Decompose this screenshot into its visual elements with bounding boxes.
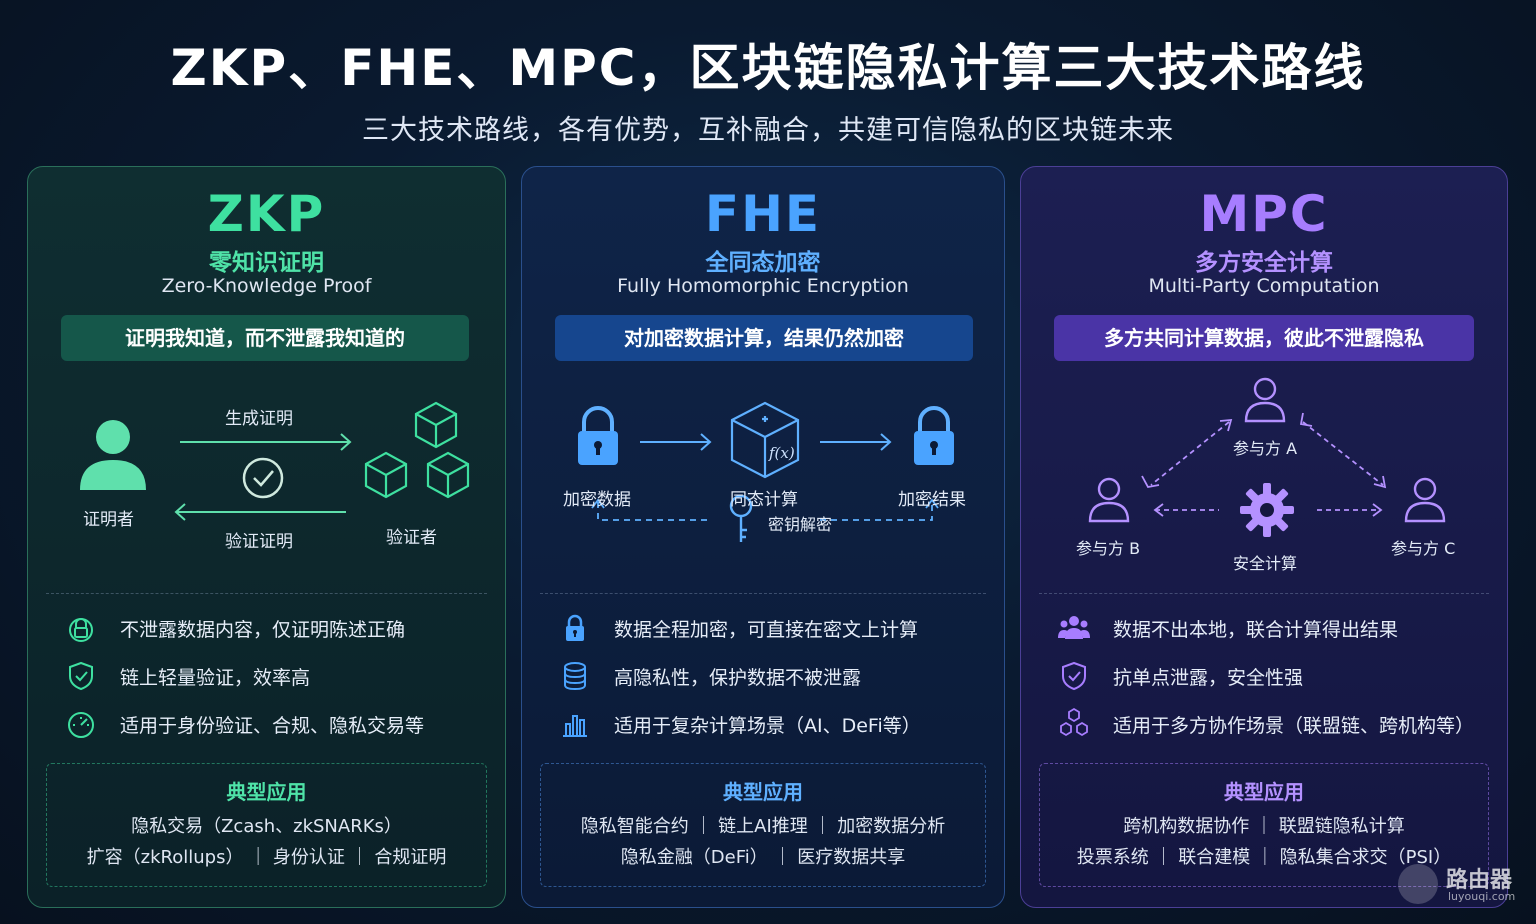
lock-icon	[914, 406, 954, 465]
panel-name-cn: 零知识证明	[209, 250, 324, 276]
router-logo-icon	[1398, 864, 1438, 904]
verify-proof-label: 验证证明	[225, 532, 293, 552]
homomorphic-compute-label: 同态计算	[730, 490, 798, 510]
arrow-right-icon	[820, 433, 892, 451]
applications-line: 隐私智能合约 ｜ 链上AI推理 ｜ 加密数据分析	[580, 816, 946, 837]
applications-title: 典型应用	[1224, 780, 1304, 804]
shield-icon	[1062, 661, 1086, 691]
applications-box: 典型应用 隐私交易（Zcash、zkSNARKs） 扩容（zkRollups） …	[46, 763, 487, 887]
applications-title: 典型应用	[226, 780, 307, 804]
cubes-icon	[1060, 707, 1088, 737]
lock-icon	[69, 618, 93, 642]
feature-text: 链上轻量验证，效率高	[120, 667, 311, 689]
panel-name-cn: 多方安全计算	[1195, 250, 1333, 276]
feature-text: 适用于复杂计算场景（AI、DeFi等）	[614, 715, 921, 737]
feature-text: 抗单点泄露，安全性强	[1113, 667, 1304, 689]
prover-label: 证明者	[83, 510, 134, 530]
feature-item: 数据全程加密，可直接在密文上计算	[522, 607, 1004, 647]
zkp-panel: ZKP 零知识证明 Zero-Knowledge Proof 证明我知道，而不泄…	[27, 166, 506, 908]
key-icon	[729, 494, 753, 542]
applications-line: 隐私交易（Zcash、zkSNARKs）	[131, 816, 402, 837]
party-b-icon	[1088, 477, 1130, 523]
panel-name-en: Fully Homomorphic Encryption	[617, 275, 909, 297]
panel-tagline: 对加密数据计算，结果仍然加密	[555, 315, 973, 361]
party-c-label: 参与方 C	[1391, 539, 1456, 558]
bar-chart-icon	[563, 715, 587, 737]
panel-abbr: MPC	[1199, 185, 1329, 243]
feature-text: 不泄露数据内容，仅证明陈述正确	[120, 619, 406, 641]
fhe-diagram: f(x) 加密数据 同态计算 加密结果	[522, 372, 1004, 592]
feature-text: 数据不出本地，联合计算得出结果	[1113, 619, 1399, 641]
applications-title: 典型应用	[723, 780, 803, 804]
panel-name-en: Zero-Knowledge Proof	[161, 275, 372, 297]
panel-tagline: 证明我知道，而不泄露我知道的	[61, 315, 469, 361]
feature-item: 抗单点泄露，安全性强	[1021, 655, 1507, 695]
feature-text: 数据全程加密，可直接在密文上计算	[614, 619, 919, 641]
shield-icon	[69, 661, 93, 691]
zkp-diagram: 生成证明 验证证明 证明者 验证者	[28, 372, 505, 592]
feature-item: 适用于复杂计算场景（AI、DeFi等）	[522, 703, 1004, 743]
generate-proof-label: 生成证明	[225, 409, 293, 429]
applications-line: 隐私金融（DeFi） ｜ 医疗数据共享	[620, 847, 906, 868]
applications-box: 典型应用 跨机构数据协作 ｜ 联盟链隐私计算 投票系统 ｜ 联合建模 ｜ 隐私集…	[1039, 763, 1489, 887]
arrow-right-icon	[180, 433, 352, 451]
secure-compute-label: 安全计算	[1233, 554, 1298, 573]
feature-text: 高隐私性，保护数据不被泄露	[614, 667, 862, 689]
divider	[46, 593, 487, 594]
watermark-url: luyouqi.com	[1448, 890, 1516, 903]
mpc-diagram: 参与方 A 参与方 B 参与方 C 安全计算	[1021, 372, 1507, 592]
feature-item: 链上轻量验证，效率高	[28, 655, 505, 695]
encrypted-result-label: 加密结果	[898, 490, 966, 510]
panel-abbr: FHE	[704, 185, 822, 243]
watermark-text: 路由器	[1446, 868, 1513, 893]
arrow-right-icon	[640, 433, 712, 451]
main-title: ZKP、FHE、MPC，区块链隐私计算三大技术路线	[170, 39, 1366, 97]
feature-item: 不泄露数据内容，仅证明陈述正确	[28, 607, 505, 647]
key-decrypt-label: 密钥解密	[768, 515, 833, 534]
feature-item: 适用于身份验证、合规、隐私交易等	[28, 703, 505, 743]
feature-item: 高隐私性，保护数据不被泄露	[522, 655, 1004, 695]
lock-icon	[566, 614, 584, 641]
panel-name-en: Multi-Party Computation	[1148, 275, 1380, 297]
users-icon	[1058, 616, 1090, 639]
check-circle-icon	[242, 457, 284, 499]
applications-box: 典型应用 隐私智能合约 ｜ 链上AI推理 ｜ 加密数据分析 隐私金融（DeFi）…	[540, 763, 986, 887]
divider	[1039, 593, 1489, 594]
feature-item: 适用于多方协作场景（联盟链、跨机构等）	[1021, 703, 1507, 743]
prover-icon	[80, 420, 146, 490]
mpc-panel: MPC 多方安全计算 Multi-Party Computation 多方共同计…	[1020, 166, 1508, 908]
fhe-panel: FHE 全同态加密 Fully Homomorphic Encryption 对…	[521, 166, 1005, 908]
lock-icon	[578, 406, 618, 465]
arrow-left-icon	[174, 503, 346, 521]
dashed-loop-arrow-icon	[597, 502, 933, 521]
speedometer-icon	[68, 712, 94, 738]
party-c-icon	[1404, 477, 1446, 523]
fx-label: f(x)	[768, 444, 795, 462]
divider	[540, 593, 986, 594]
verifier-label: 验证者	[386, 528, 437, 548]
applications-line: 投票系统 ｜ 联合建模 ｜ 隐私集合求交（PSI）	[1076, 847, 1452, 868]
gear-icon	[1240, 483, 1294, 537]
applications-line: 跨机构数据协作 ｜ 联盟链隐私计算	[1123, 816, 1405, 837]
feature-text: 适用于多方协作场景（联盟链、跨机构等）	[1113, 715, 1475, 737]
party-a-label: 参与方 A	[1233, 439, 1298, 458]
database-icon	[564, 662, 586, 691]
verifier-cubes-icon	[364, 401, 470, 499]
applications-line: 扩容（zkRollups） ｜ 身份认证 ｜ 合规证明	[86, 847, 447, 868]
dashed-arrows-icon	[1150, 421, 1384, 511]
panel-abbr: ZKP	[207, 185, 326, 243]
party-a-icon	[1244, 377, 1286, 423]
function-cube-icon	[730, 401, 800, 479]
feature-item: 数据不出本地，联合计算得出结果	[1021, 607, 1507, 647]
watermark: 路由器 luyouqi.com	[1398, 860, 1528, 910]
panel-tagline: 多方共同计算数据，彼此不泄露隐私	[1054, 315, 1474, 361]
feature-text: 适用于身份验证、合规、隐私交易等	[120, 715, 425, 737]
encrypted-data-label: 加密数据	[563, 490, 631, 510]
subtitle: 三大技术路线，各有优势，互补融合，共建可信隐私的区块链未来	[362, 115, 1174, 146]
panel-name-cn: 全同态加密	[705, 250, 821, 276]
party-b-label: 参与方 B	[1076, 539, 1141, 558]
